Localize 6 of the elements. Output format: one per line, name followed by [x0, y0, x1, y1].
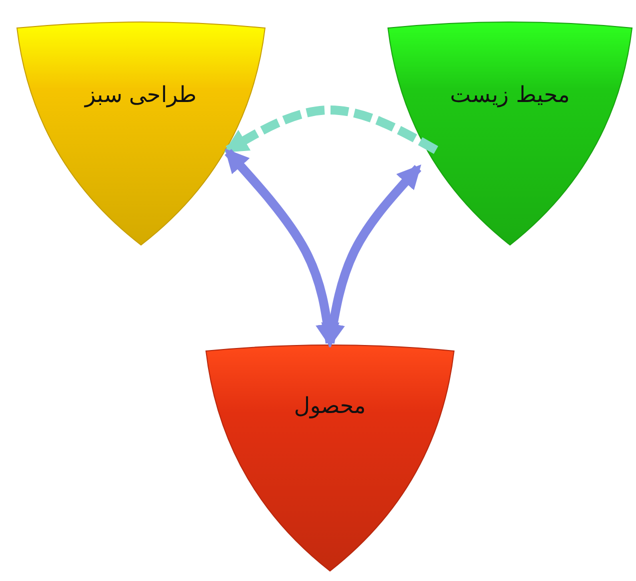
arrow — [321, 164, 422, 348]
node-label: طراحی سبز — [83, 82, 198, 108]
node-label: محصول — [293, 393, 367, 419]
arrow — [224, 106, 438, 154]
node-label: محیط زیست — [449, 82, 571, 108]
arrow — [224, 148, 340, 348]
